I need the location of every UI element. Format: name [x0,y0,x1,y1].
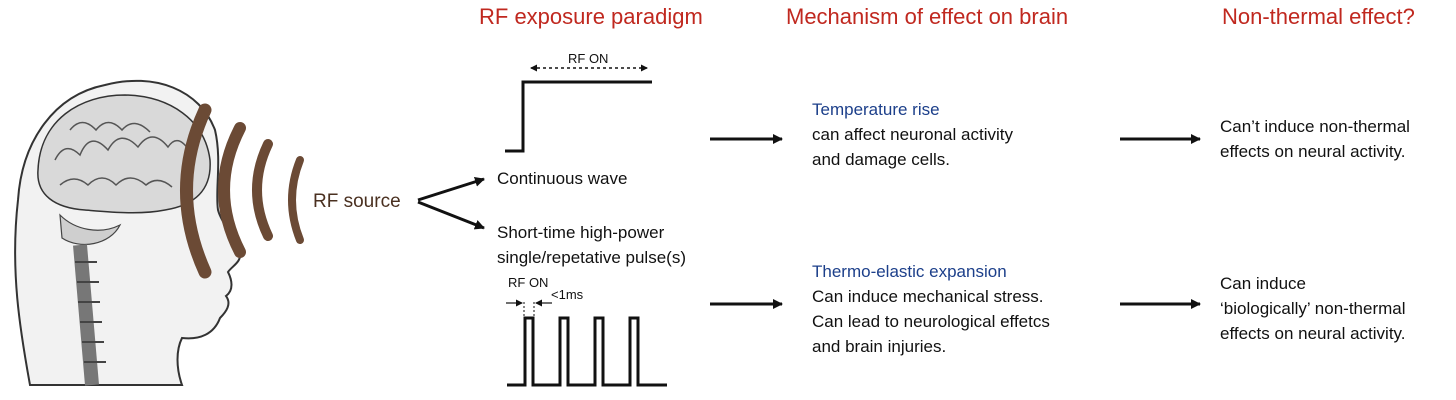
effect-pulsed-line-3: effects on neural activity. [1220,324,1406,343]
brain-folds [54,121,191,188]
arrow-to-continuous [417,176,485,202]
pulsed-label-line-2: single/repetative pulse(s) [497,248,686,267]
arrow-to-pulsed [417,200,485,230]
rf-wave-arcs [180,103,304,279]
effect-pulsed-block: Can induce ‘biologically’ non-thermal ef… [1220,271,1406,346]
header-non-thermal: Non-thermal effect? [1222,4,1415,29]
mechanism-temperature-line-1: can affect neuronal activity [812,125,1013,144]
mechanism-thermoelastic-line-2: Can lead to neurological effetcs [812,312,1050,331]
effect-pulsed-line-2: ‘biologically’ non-thermal [1220,299,1406,318]
cerebellum [59,213,122,246]
pulse-duration-label: <1ms [551,287,584,302]
effect-continuous-line-1: Can’t induce non-thermal [1220,117,1410,136]
effect-continuous-line-2: effects on neural activity. [1220,142,1406,161]
effect-pulsed-line-1: Can induce [1220,274,1307,293]
pulsed-label: Short-time high-power single/repetative … [497,220,686,270]
rf-wave-arc-2 [218,122,246,258]
pulse-train-waveform [507,316,667,387]
continuous-wave-label: Continuous wave [497,169,628,188]
mechanism-thermoelastic-line-3: and brain injuries. [812,337,947,356]
rf-wave-arc-1 [180,103,212,279]
rf-wave-arc-3 [252,139,273,241]
effect-continuous-block: Can’t induce non-thermal effects on neur… [1220,114,1410,164]
mechanism-thermoelastic-title: Thermo-elastic expansion [812,262,1007,281]
continuous-waveform [505,80,652,153]
pulsed-rf-on-label: RF ON [508,275,549,290]
header-mechanism: Mechanism of effect on brain [786,4,1069,29]
mechanism-temperature-title: Temperature rise [812,100,940,119]
pulsed-label-line-1: Short-time high-power [497,223,665,242]
head-illustration [14,79,242,386]
continuous-rf-on-label: RF ON [568,51,609,66]
mechanism-temperature-line-2: and damage cells. [812,150,950,169]
rf-wave-arc-4 [288,156,304,244]
mechanism-temperature-block: Temperature rise can affect neuronal act… [812,97,1013,172]
header-rf-exposure-paradigm: RF exposure paradigm [479,4,703,29]
spine-segments [75,261,106,363]
rf-source-label: RF source [313,191,401,212]
mechanism-thermoelastic-block: Thermo-elastic expansion Can induce mech… [812,259,1050,359]
mechanism-thermoelastic-line-1: Can induce mechanical stress. [812,287,1044,306]
